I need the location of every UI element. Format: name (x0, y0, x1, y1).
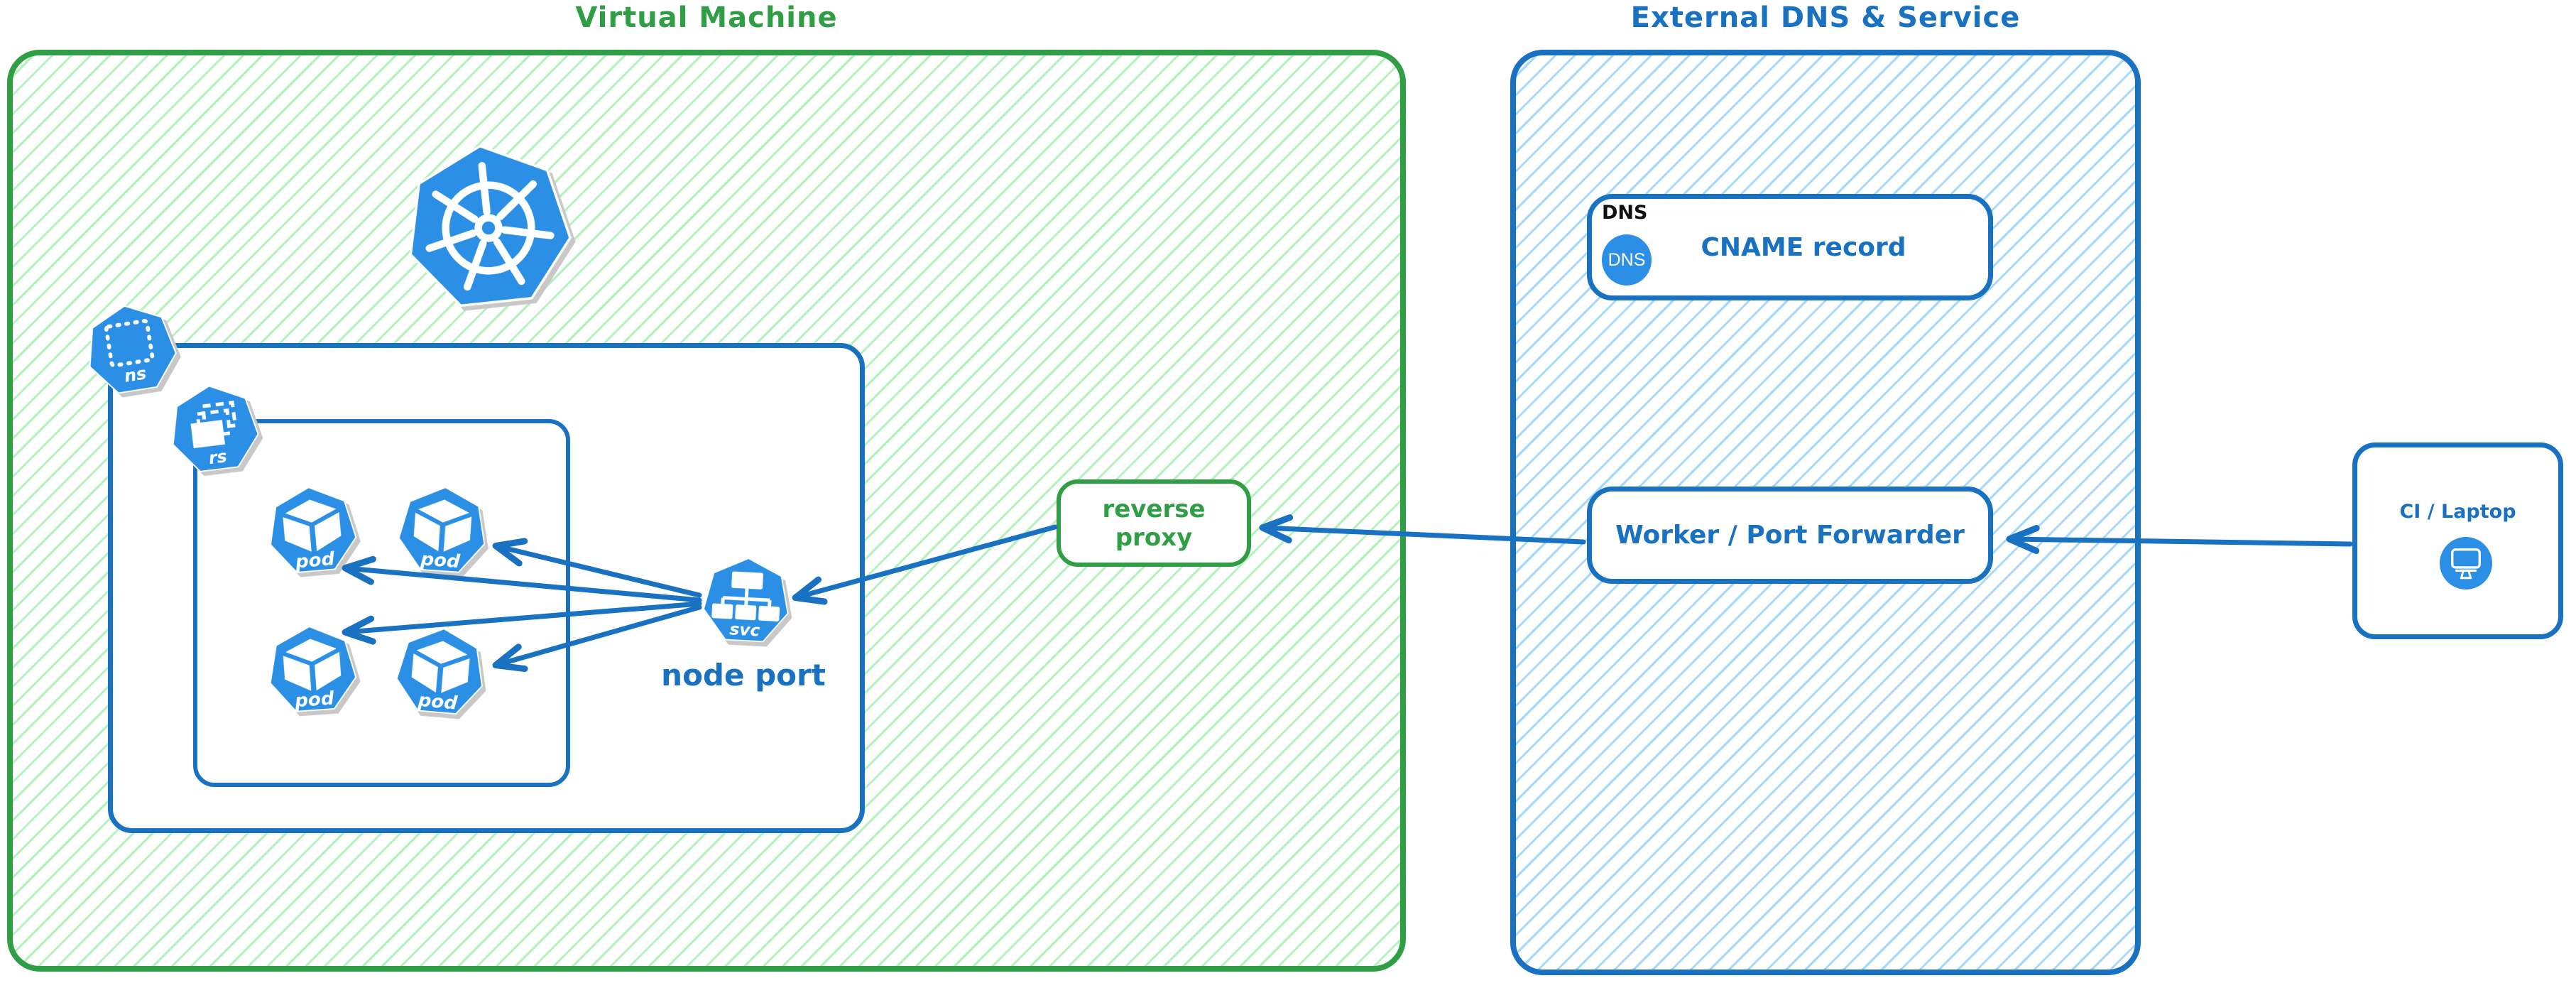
svg-text:ns: ns (123, 363, 148, 386)
svg-text:rs: rs (207, 446, 228, 468)
pod-icon: pod (398, 487, 486, 573)
svg-text:svc: svc (729, 619, 760, 640)
arrow-ci-to-worker (2006, 525, 2353, 555)
pod-icon: pod (269, 626, 357, 712)
svg-text:pod: pod (420, 549, 461, 573)
vm-group-title: Virtual Machine (575, 1, 838, 34)
arrow-service-to-pod-2 (492, 538, 702, 598)
reverse-proxy-label: reverse proxy (1102, 494, 1206, 552)
arrow-service-to-pod-1 (342, 555, 702, 603)
kubernetes-logo-icon (409, 144, 572, 308)
cname-record-label: CNAME record (1701, 232, 1906, 262)
monitor-icon (2440, 537, 2492, 590)
ci-laptop-label: CI / Laptop (2399, 501, 2516, 523)
reverse-proxy-box: reverse proxy (1057, 479, 1251, 567)
arrow-worker-to-proxy (1259, 514, 1586, 545)
worker-label: Worker / Port Forwarder (1615, 521, 1965, 550)
arrow-service-to-pod-4 (492, 604, 702, 673)
node-port-label: node port (661, 658, 826, 693)
arrow-service-to-pod-3 (342, 601, 702, 645)
dns-corner-label: DNS (1602, 202, 1648, 224)
svg-text:pod: pod (293, 688, 334, 712)
pod-icon: pod (395, 628, 483, 715)
svg-text:pod: pod (294, 548, 336, 573)
external-group-title: External DNS & Service (1630, 1, 2021, 34)
dns-icon-text: DNS (1608, 249, 1646, 270)
dns-record-box (1587, 194, 1993, 300)
dns-icon: DNS (1602, 234, 1652, 286)
arrow-proxy-to-service (792, 524, 1058, 605)
namespace-icon: ns (89, 305, 177, 394)
svg-text:pod: pod (417, 690, 459, 715)
service-icon: svc (702, 558, 789, 643)
replicaset-icon: rs (172, 385, 259, 472)
replicaset-box (193, 419, 570, 787)
worker-box: Worker / Port Forwarder (1587, 487, 1993, 584)
pod-icon: pod (270, 487, 357, 574)
